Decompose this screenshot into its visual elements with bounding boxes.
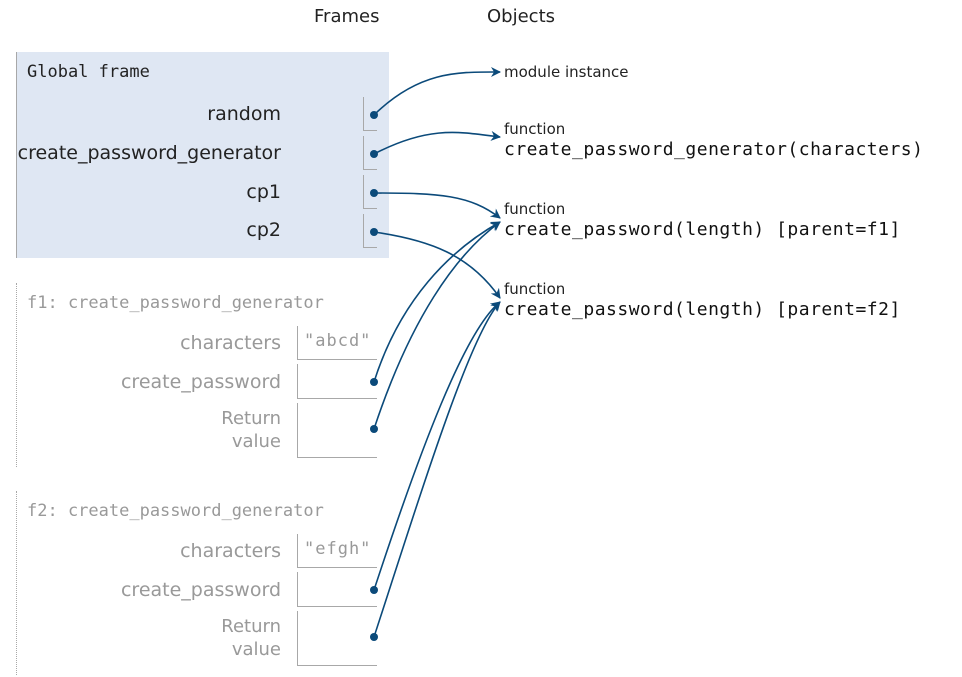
return-value-box[interactable] [297,403,377,458]
object-kind: function [504,200,566,218]
return-value-box[interactable] [297,611,377,666]
var-value-cp2[interactable] [363,214,377,248]
var-value-create-password[interactable] [297,364,377,399]
object-function-name: create_password_generator(characters) [504,139,924,160]
var-value-create-password-generator[interactable] [363,136,377,170]
frames-header: Frames [314,6,380,27]
string-value: "abcd" [304,331,372,351]
object-kind: function [504,120,566,138]
pointer-create-password-generator-arrow [373,130,501,155]
var-label-cp2: cp2 [246,219,281,241]
object-kind: module instance [504,63,629,81]
object-function-create-password-generator[interactable]: function create_password_generator(chara… [504,120,923,160]
stack-frame-f2: f2: create_password_generator characters… [16,491,389,675]
return-value-label: Return value [221,615,281,661]
objects-header: Objects [487,6,556,27]
return-label-line1: Return [221,616,281,637]
var-label-cp1: cp1 [246,181,281,203]
var-label-create-password: create_password [120,579,281,601]
pointer-f1-create-password-arrow [373,221,501,383]
var-value-random[interactable] [363,97,377,131]
var-label-characters: characters [180,540,281,562]
object-function-create-password-f1[interactable]: function create_password(length) [parent… [504,200,901,240]
stack-frame-title: f2: create_password_generator [27,501,324,521]
return-label-line2: value [231,639,281,660]
var-label-random: random [207,103,281,125]
return-label-line2: value [231,431,281,452]
return-label-line1: Return [221,408,281,429]
string-value: "efgh" [304,539,372,559]
var-label-create-password-generator: create_password_generator [17,142,281,164]
object-function-name: create_password(length) [parent=f1] [504,219,901,240]
var-value-create-password[interactable] [297,572,377,607]
stack-frame-f1: f1: create_password_generator characters… [16,283,389,467]
pointer-random-arrow [373,66,501,116]
object-module-instance[interactable]: module instance [504,63,629,81]
pointer-cp1-arrow [373,192,501,219]
object-kind: function [504,280,566,298]
pointer-f2-return-arrow [373,301,501,638]
pointer-f2-create-password-arrow [373,301,501,591]
var-label-characters: characters [180,332,281,354]
stack-frame-title: f1: create_password_generator [27,293,324,313]
object-function-name: create_password(length) [parent=f2] [504,299,901,320]
global-frame-title: Global frame [27,62,150,82]
pointer-f1-return-arrow [373,221,501,430]
global-frame: Global frame random create_password_gene… [16,52,389,258]
pointer-cp2-arrow [373,231,501,299]
var-value-cp1[interactable] [363,175,377,209]
object-function-create-password-f2[interactable]: function create_password(length) [parent… [504,280,901,320]
var-label-create-password: create_password [120,371,281,393]
var-value-characters[interactable]: "efgh" [297,534,377,568]
var-value-characters[interactable]: "abcd" [297,326,377,360]
return-value-label: Return value [221,407,281,453]
